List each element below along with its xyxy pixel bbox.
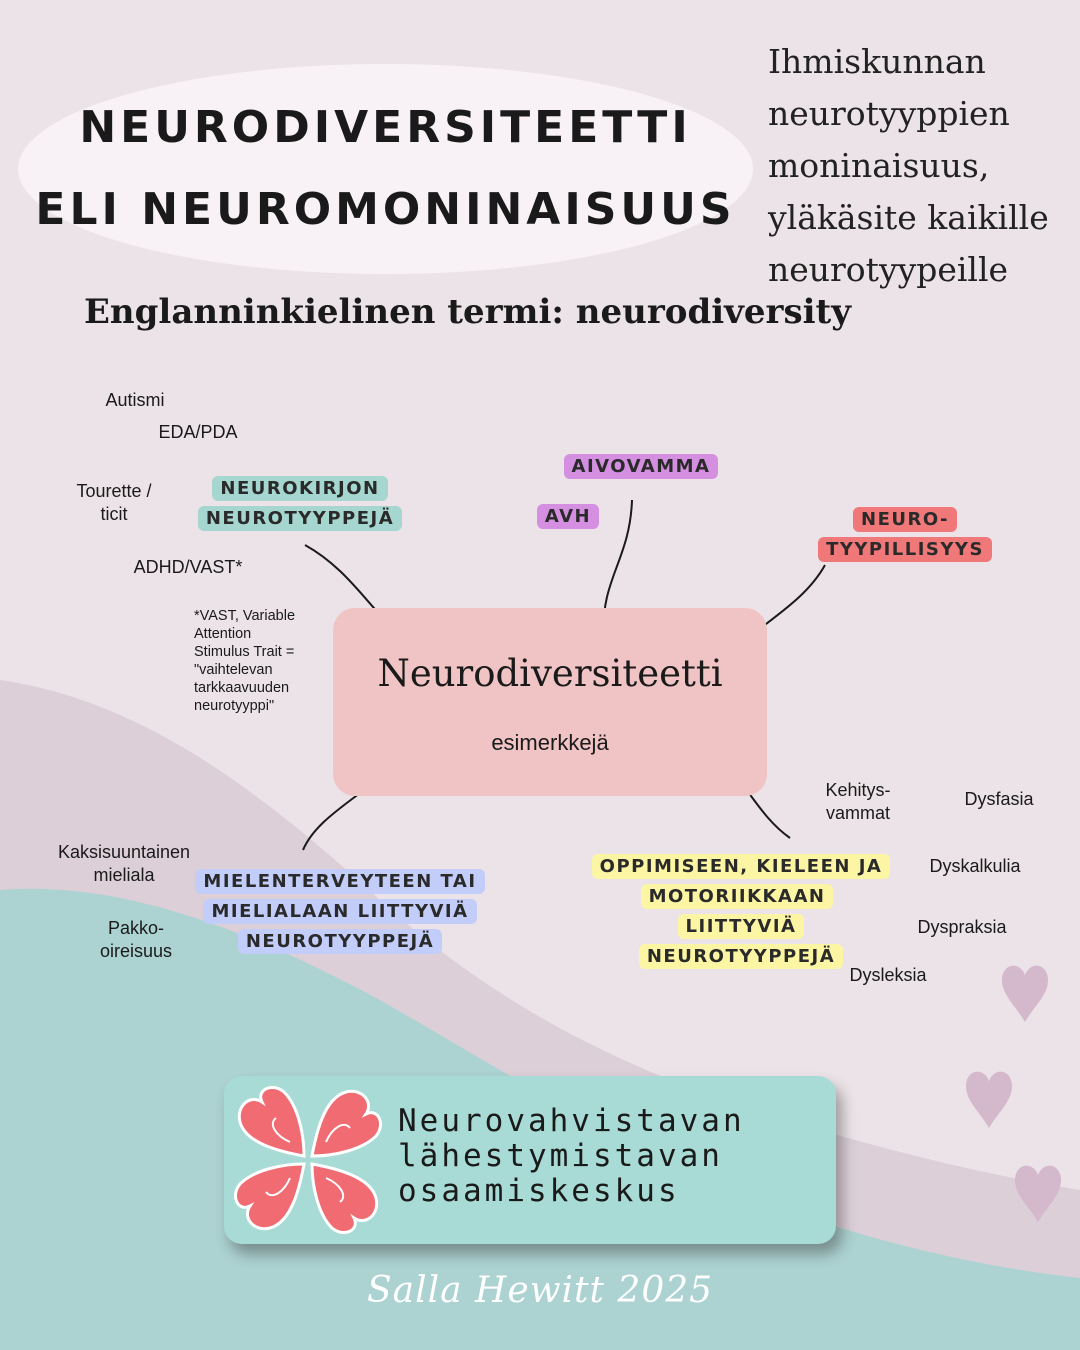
organization-name-line: lähestymistavan <box>398 1138 723 1174</box>
heart-decoration-icon <box>966 1071 1012 1128</box>
example-dysfasia: Dysfasia <box>964 789 1034 809</box>
example-tourette: Tourette / ticit <box>60 480 168 526</box>
logo-heart-top-left <box>237 1086 306 1158</box>
main-title-line-2: ELI NEUROMONINAISUUS <box>35 184 736 235</box>
vast-footnote: *VAST, Variable Attention Stimulus Trait… <box>194 607 334 715</box>
example-kaksisuuntainen-line: Kaksisuuntainen <box>57 842 191 862</box>
organization-name-line: Neurovahvistavan <box>398 1103 745 1139</box>
example-adhd-vast: ADHD/VAST* <box>133 557 243 577</box>
example-kehitys-line: vammat <box>825 803 890 823</box>
four-heart-clover-icon <box>234 1086 382 1234</box>
footnote-line: Stimulus Trait = <box>194 644 295 660</box>
author-signature: Salla Hewitt 2025 <box>366 1270 714 1311</box>
logo-heart-bottom-right <box>310 1162 379 1234</box>
tag-neurokirjo-line: NEUROKIRJON <box>212 476 388 501</box>
main-title-line-1: NEURODIVERSITEETTI <box>79 102 692 153</box>
example-autismi: Autismi <box>105 390 165 410</box>
example-kehitys-line: Kehitys- <box>825 780 891 800</box>
example-dysleksia: Dysleksia <box>849 965 927 985</box>
example-dyskalkulia: Dyskalkulia <box>929 856 1021 876</box>
footnote-line: neurotyyppi" <box>194 698 275 714</box>
logo-heart-swirl <box>325 1177 345 1203</box>
heart-decoration-icon <box>1015 1165 1061 1222</box>
tag-neurokirjo-line: NEUROTYYPPEJÄ <box>197 506 403 531</box>
example-kaksisuuntainen: Kaksisuuntainen mieliala <box>40 841 208 887</box>
tag-avh-label: AVH <box>536 504 600 529</box>
tag-neurotyypillisyys-line: TYYPILLISYYS <box>818 537 992 562</box>
logo-heart-swirl <box>325 1123 351 1143</box>
definition-line: yläkäsite kaikille <box>768 198 1049 237</box>
english-term-subtitle: Englanninkielinen termi: neurodiversity <box>84 292 851 332</box>
tag-neurokirjo: NEUROKIRJON NEUROTYYPPEJÄ <box>190 474 410 534</box>
example-kehitysvammat: Kehitys- vammat <box>808 779 908 825</box>
tag-mielenterveys-line: NEUROTYYPPEJÄ <box>237 929 443 954</box>
example-pakko-line: oireisuus <box>99 941 173 961</box>
example-pakko-oireisuus: Pakko- oireisuus <box>86 917 186 963</box>
tag-neurotyypillisyys-line: NEURO- <box>853 507 957 532</box>
center-node-title: Neurodiversiteetti <box>377 652 723 695</box>
tag-oppiminen-line: NEUROTYYPPEJÄ <box>638 944 844 969</box>
definition-text: Ihmiskunnan neurotyyppien moninaisuus, y… <box>768 36 1068 296</box>
tag-neurotyypillisyys: NEURO- TYYPILLISYYS <box>810 505 1000 565</box>
footnote-line: tarkkaavuuden <box>194 680 290 696</box>
footnote-line: "vaihtelevan <box>194 662 273 678</box>
center-node-subtitle: esimerkkejä <box>491 730 609 755</box>
tag-avh: AVH <box>528 502 608 532</box>
logo-heart-swirl <box>265 1177 291 1197</box>
tag-oppiminen: OPPIMISEEN, KIELEEN JA MOTORIIKKAAN LIIT… <box>586 852 896 972</box>
tag-oppiminen-line: MOTORIIKKAAN LIITTYVIÄ <box>640 884 834 939</box>
tag-mielenterveys-line: MIELENTERVEYTEEN TAI <box>195 869 485 894</box>
organization-name: Neurovahvistavan lähestymistavan osaamis… <box>398 1104 745 1209</box>
example-eda-pda: EDA/PDA <box>158 422 238 442</box>
heart-decoration-icon <box>1002 965 1048 1022</box>
tag-mielenterveys: MIELENTERVEYTEEN TAI MIELIALAAN LIITTYVI… <box>190 867 490 957</box>
example-pakko-line: Pakko- <box>107 918 165 938</box>
example-dyspraksia: Dyspraksia <box>917 917 1007 937</box>
example-tourette-line: Tourette / <box>76 481 152 501</box>
tag-aivovamma-label: AIVOVAMMA <box>563 454 719 479</box>
definition-line: moninaisuus, <box>768 146 990 185</box>
definition-line: Ihmiskunnan <box>768 42 986 81</box>
tag-aivovamma: AIVOVAMMA <box>552 452 730 482</box>
organization-name-line: osaamiskeskus <box>398 1173 680 1209</box>
title-ellipse <box>18 64 753 274</box>
center-node <box>333 608 767 796</box>
tag-mielenterveys-line: MIELIALAAN LIITTYVIÄ <box>203 899 477 924</box>
example-kaksisuuntainen-line: mieliala <box>93 865 155 885</box>
tag-oppiminen-line: OPPIMISEEN, KIELEEN JA <box>591 854 891 879</box>
definition-line: neurotyyppien <box>768 94 1010 133</box>
footnote-line: Attention <box>194 626 252 642</box>
logo-heart-swirl <box>271 1117 291 1143</box>
logo-heart-top-right <box>310 1089 382 1158</box>
footnote-line: *VAST, Variable <box>194 608 296 624</box>
definition-line: neurotyypeille <box>768 250 1009 289</box>
logo-heart-bottom-left <box>234 1162 306 1231</box>
example-tourette-line: ticit <box>100 504 128 524</box>
